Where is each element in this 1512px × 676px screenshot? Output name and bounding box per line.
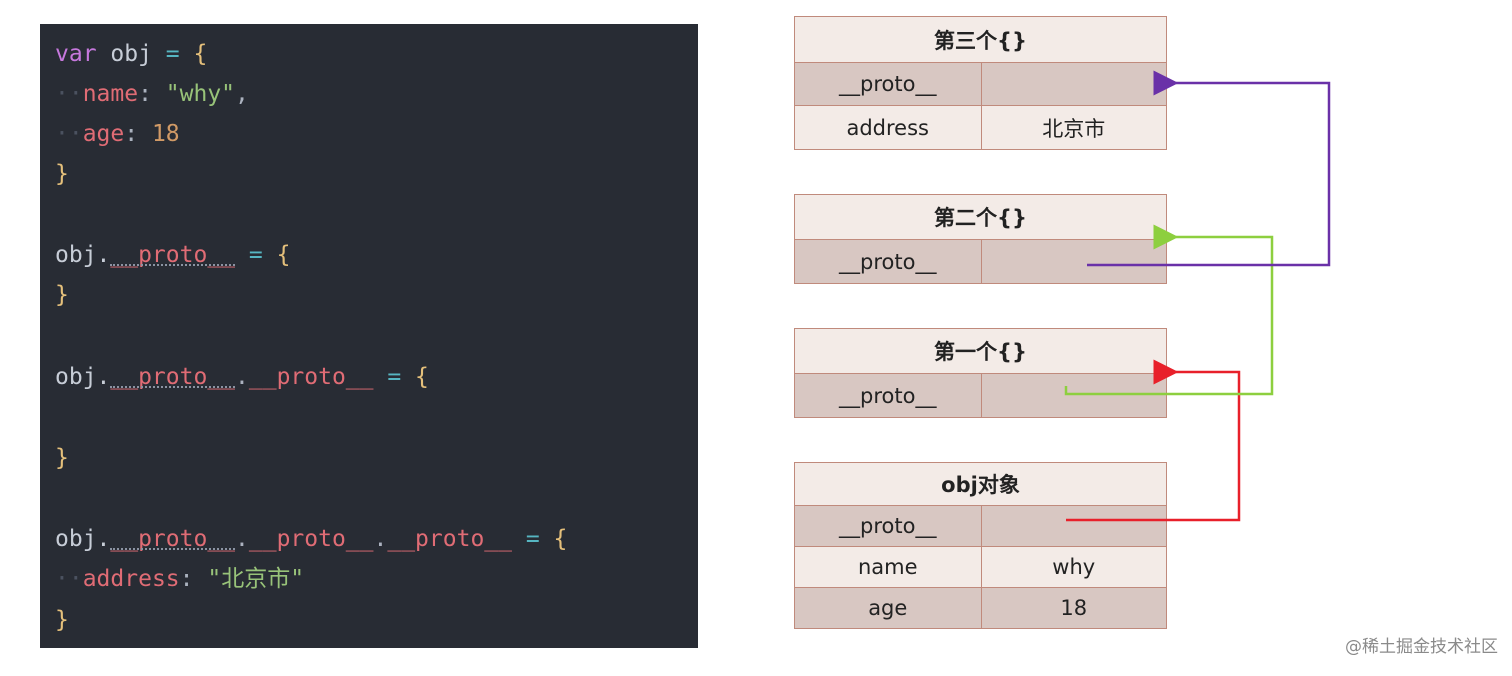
code-token: { bbox=[553, 526, 568, 552]
obj-object-table: obj对象 __proto__ name why age 18 bbox=[794, 462, 1167, 629]
code-token: "北京市" bbox=[207, 566, 305, 592]
code-token: __proto__ bbox=[110, 526, 236, 552]
code-token: __proto__ bbox=[248, 526, 374, 552]
address-label: address bbox=[846, 115, 929, 140]
code-token: __proto__ bbox=[110, 364, 236, 390]
code-line: } bbox=[55, 277, 69, 313]
code-token: obj bbox=[96, 41, 166, 67]
code-token: name bbox=[82, 81, 139, 107]
code-token: { bbox=[179, 41, 208, 67]
arrow-obj-to-first bbox=[1066, 359, 1241, 522]
code-token: : bbox=[124, 121, 152, 147]
code-token: __proto__ bbox=[248, 364, 374, 390]
arrow-first-to-second bbox=[1064, 224, 1274, 396]
name-label: name bbox=[857, 555, 918, 579]
code-token: : bbox=[179, 566, 208, 592]
code-token: ·· bbox=[55, 121, 83, 147]
name-value: why bbox=[980, 547, 1167, 587]
code-token: 18 bbox=[151, 121, 180, 147]
code-token: : bbox=[138, 81, 166, 107]
proto-value bbox=[980, 240, 1167, 283]
proto-row: __proto__ bbox=[795, 505, 1166, 546]
code-token: __proto__ bbox=[387, 526, 512, 552]
code-token: age bbox=[82, 121, 125, 147]
code-token: __proto__ bbox=[110, 242, 236, 268]
code-line: obj.__proto__ = { bbox=[55, 237, 290, 273]
code-line: } bbox=[55, 156, 69, 192]
code-token: "why" bbox=[165, 81, 236, 107]
arrow-second-to-third bbox=[1087, 70, 1331, 267]
proto-label: __proto__ bbox=[839, 383, 937, 408]
name-row: name why bbox=[795, 546, 1166, 587]
code-token: ·· bbox=[55, 81, 83, 107]
proto-value bbox=[980, 506, 1167, 546]
proto-label: __proto__ bbox=[839, 514, 937, 538]
table-title: 第二个{} bbox=[795, 195, 1166, 239]
table-title: 第一个{} bbox=[795, 329, 1166, 373]
code-line: ··age: 18 bbox=[55, 116, 180, 152]
code-line: obj.__proto__.__proto__.__proto__ = { bbox=[55, 521, 567, 557]
watermark: @稀土掘金技术社区 bbox=[1345, 637, 1498, 657]
code-token: obj. bbox=[55, 242, 111, 268]
code-token: = bbox=[235, 242, 277, 268]
code-token: obj. bbox=[55, 364, 111, 390]
proto-value bbox=[980, 374, 1167, 417]
proto-row: __proto__ bbox=[795, 62, 1166, 105]
code-token: obj. bbox=[55, 526, 111, 552]
code-token: ·· bbox=[55, 566, 83, 592]
proto-value bbox=[980, 63, 1167, 105]
code-token: var bbox=[55, 41, 97, 67]
code-token: = bbox=[165, 41, 180, 67]
code-token: , bbox=[235, 81, 249, 107]
code-token: } bbox=[55, 607, 69, 633]
code-token: . bbox=[373, 526, 388, 552]
code-line: obj.__proto__.__proto__ = { bbox=[55, 359, 429, 395]
code-line: } bbox=[55, 602, 69, 638]
code-token: { bbox=[276, 242, 291, 268]
third-object-table: 第三个{} __proto__ address 北京市 bbox=[794, 16, 1167, 150]
proto-label: __proto__ bbox=[839, 72, 937, 96]
second-object-table: 第二个{} __proto__ bbox=[794, 194, 1167, 284]
table-title: obj对象 bbox=[795, 463, 1166, 505]
code-editor-panel: var obj = { ··name: "why", ··age: 18 } o… bbox=[40, 24, 698, 648]
code-token: . bbox=[235, 526, 249, 552]
code-token: = bbox=[373, 364, 416, 390]
code-line: ··address: "北京市" bbox=[55, 561, 304, 597]
code-token: . bbox=[235, 364, 249, 390]
age-row: age 18 bbox=[795, 587, 1166, 628]
code-line: } bbox=[55, 440, 69, 476]
code-line: var obj = { bbox=[55, 36, 207, 72]
age-label: age bbox=[868, 596, 908, 620]
code-token: address bbox=[82, 566, 180, 592]
proto-row: __proto__ bbox=[795, 239, 1166, 283]
code-token: = bbox=[511, 526, 554, 552]
code-token: } bbox=[55, 161, 69, 187]
age-value: 18 bbox=[980, 588, 1167, 628]
code-token: } bbox=[55, 282, 69, 308]
proto-label: __proto__ bbox=[839, 249, 937, 274]
address-row: address 北京市 bbox=[795, 105, 1166, 149]
address-value: 北京市 bbox=[980, 106, 1167, 149]
code-token: } bbox=[55, 445, 69, 471]
code-token: { bbox=[415, 364, 429, 390]
code-line: ··name: "why", bbox=[55, 76, 249, 112]
table-title: 第三个{} bbox=[795, 17, 1166, 62]
